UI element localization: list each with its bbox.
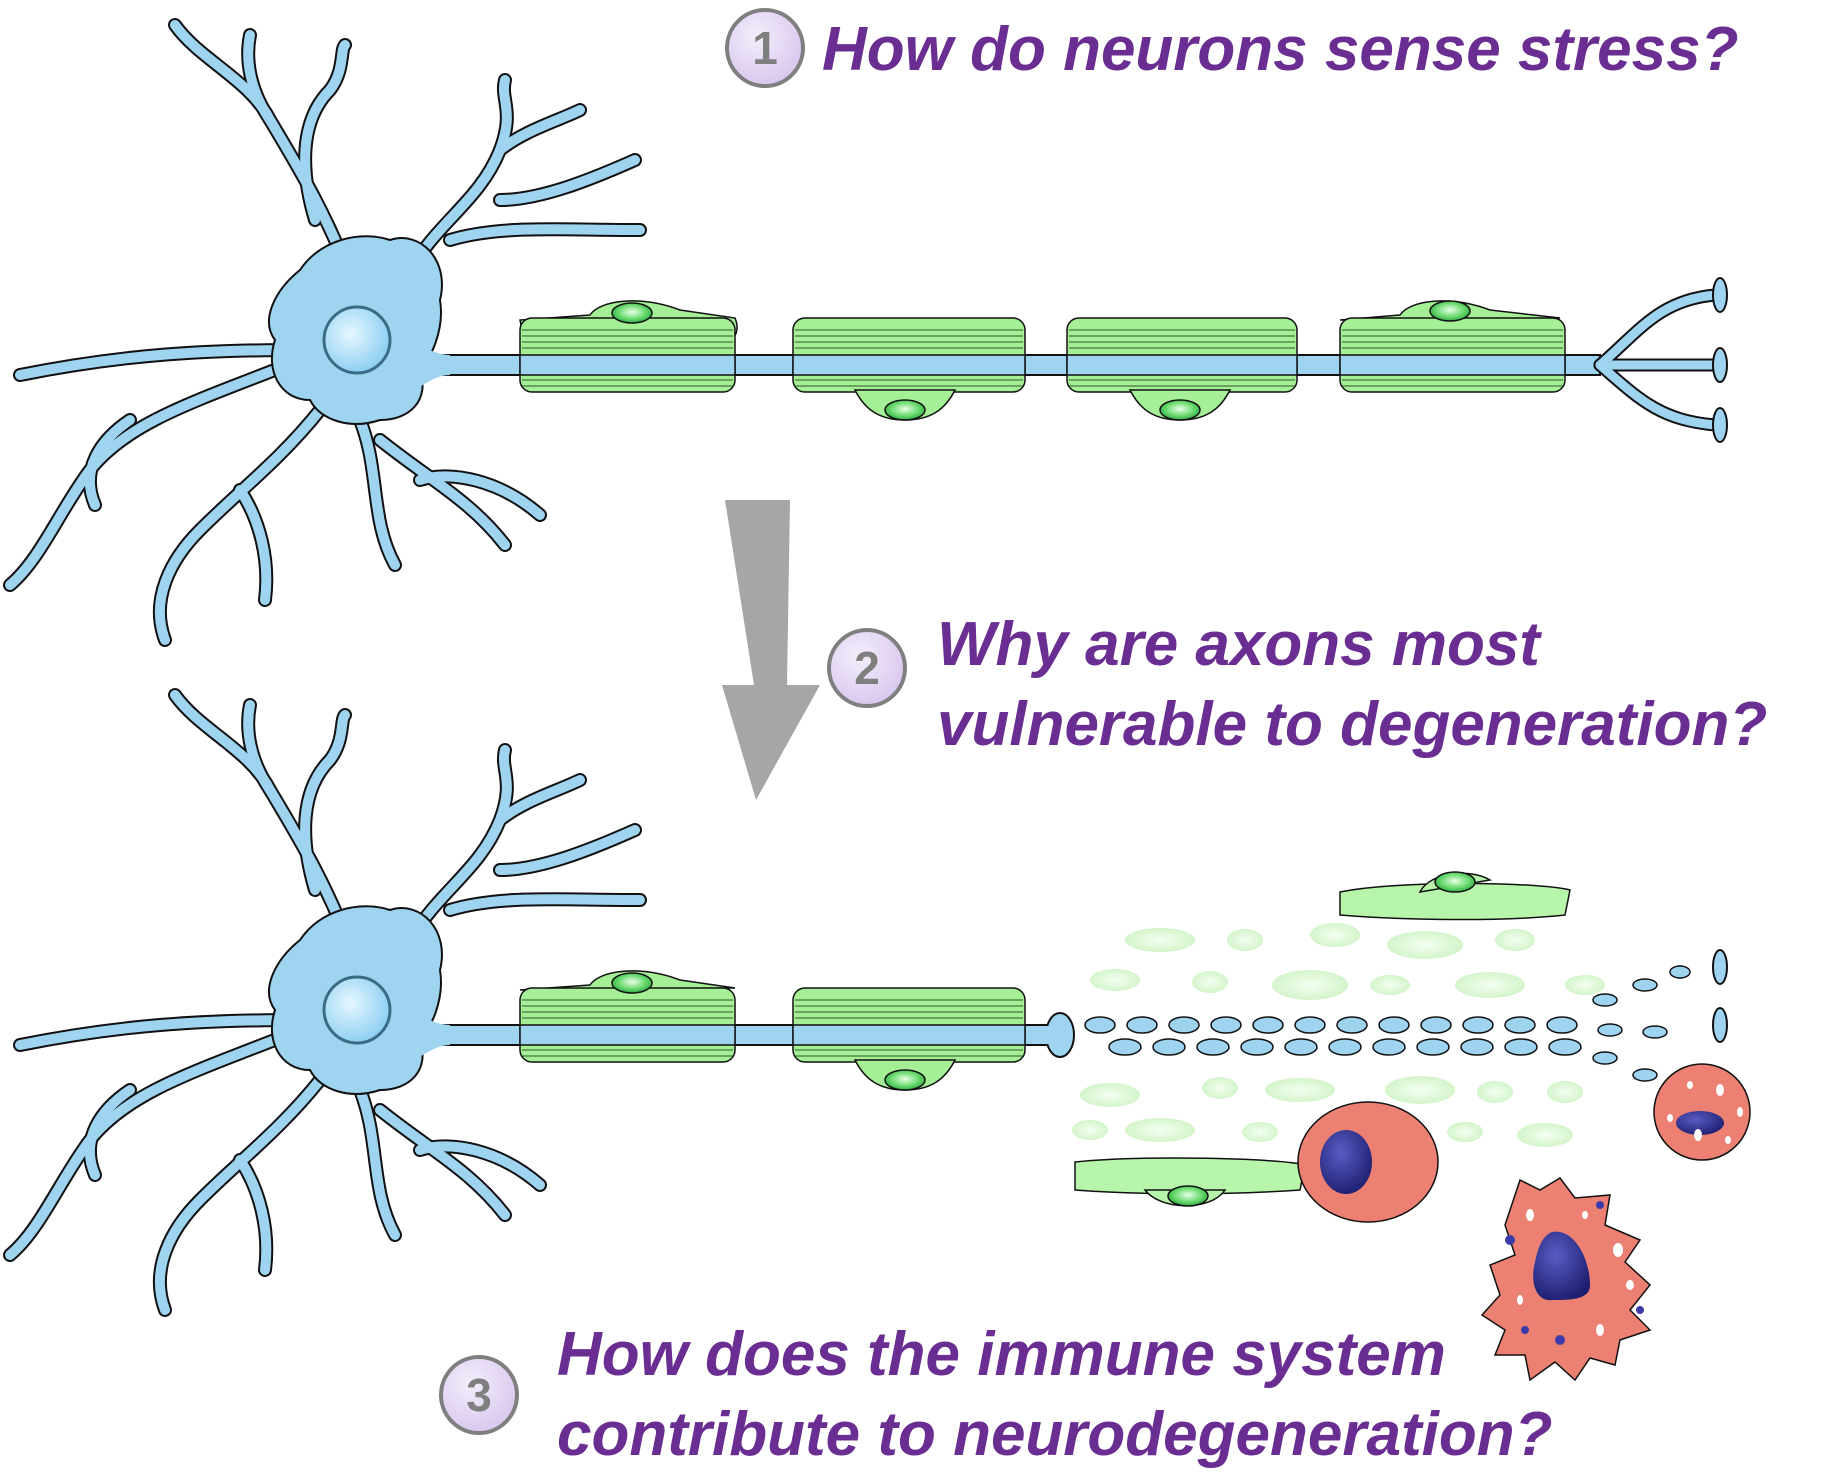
axon-fragment: [1632, 1068, 1658, 1082]
axon-fragment: [1420, 1016, 1452, 1034]
axon-fragment: [1548, 1038, 1582, 1056]
number-label: 2: [854, 642, 880, 694]
question-text-line-2: vulnerable to degeneration?: [937, 690, 1767, 759]
myelin-debris-fragment: [1310, 923, 1360, 947]
myelin-debris-fragment: [1192, 971, 1228, 993]
myelin-sheath: [1339, 300, 1566, 393]
question-text-line-1: Why are axons most: [937, 610, 1542, 679]
question-text-line-1: How does the immune system: [557, 1320, 1446, 1389]
myelin-debris: [1072, 923, 1605, 1147]
detached-schwann-cell: [1339, 871, 1571, 921]
axon-fragment: [1196, 1038, 1230, 1056]
neutrophil-cell: [1653, 1063, 1751, 1161]
axon-fragment: [1597, 1023, 1623, 1037]
axon-fragment: [1642, 1025, 1668, 1039]
myelin-debris-fragment: [1242, 1122, 1278, 1142]
axon-fragment: [1336, 1016, 1368, 1034]
myelin-sheath: [792, 987, 1026, 1091]
myelin-sheath: [519, 300, 738, 393]
axon-fragments: [1084, 965, 1691, 1099]
monocyte-cell: [1297, 1101, 1439, 1223]
myelin-debris-fragment: [1447, 1122, 1483, 1142]
degenerating-neuron: [3, 688, 1075, 1317]
myelin-debris-fragment: [1125, 928, 1195, 952]
myelin-debris-fragment: [1080, 1083, 1140, 1107]
detached-schwann-cell: [1074, 1157, 1306, 1207]
question-1: 1 How do neurons sense stress?: [725, 8, 1738, 88]
myelin-debris-fragment: [1370, 975, 1410, 995]
myelin-sheath: [792, 317, 1026, 421]
myelin-debris-fragment: [1272, 970, 1348, 1000]
number-badge: [827, 628, 907, 708]
myelin-debris-fragment: [1387, 931, 1463, 959]
axon-fragment: [1252, 1016, 1284, 1034]
question-2: 2 Why are axons most vulnerable to degen…: [827, 610, 1767, 759]
axon-fragment: [1460, 1038, 1494, 1056]
axon-fragment: [1168, 1016, 1200, 1034]
axon-fragment: [1084, 1016, 1116, 1034]
transition-arrow: [722, 500, 820, 800]
myelin-sheath: [519, 970, 736, 1063]
terminal-remnants: [1712, 949, 1728, 1043]
myelin-sheath: [1066, 317, 1298, 421]
number-badge: [439, 1355, 519, 1435]
axon-fragment: [1462, 1016, 1494, 1034]
axon-fragment: [1126, 1016, 1158, 1034]
axon-fragment: [1294, 1016, 1326, 1034]
axon-fragment: [1210, 1016, 1242, 1034]
myelin-debris-fragment: [1125, 1118, 1195, 1142]
axon-fragment: [1152, 1038, 1186, 1056]
myelin-debris-fragment: [1265, 1078, 1335, 1102]
axon-fragment: [1372, 1038, 1406, 1056]
neuron-nucleus: [322, 305, 392, 375]
number-label: 3: [466, 1369, 492, 1421]
myelin-debris-fragment: [1455, 972, 1525, 998]
myelin-sheaths-top: [519, 300, 1566, 421]
question-text: How do neurons sense stress?: [822, 15, 1738, 84]
axon-fragment: [1504, 1016, 1536, 1034]
myelin-debris-fragment: [1385, 1076, 1455, 1104]
myelin-debris-fragment: [1477, 1081, 1513, 1103]
macrophage: [1480, 1177, 1652, 1382]
axon-fragment: [1669, 965, 1691, 979]
myelin-debris-fragment: [1090, 969, 1140, 991]
healthy-neuron: [3, 18, 1728, 647]
axon-fragment: [1378, 1016, 1410, 1034]
myelin-debris-fragment: [1227, 929, 1263, 951]
axon-fragment: [1240, 1038, 1274, 1056]
number-badge: [725, 8, 805, 88]
question-3: 3 How does the immune system contribute …: [439, 1320, 1552, 1469]
axon-fragment: [1284, 1038, 1318, 1056]
myelin-debris-fragment: [1072, 1120, 1108, 1140]
axon-fragment: [1328, 1038, 1362, 1056]
myelin-debris-fragment: [1517, 1123, 1573, 1147]
myelin-debris-fragment: [1202, 1077, 1238, 1099]
axon-fragment: [1632, 978, 1658, 992]
myelin-debris-fragment: [1565, 975, 1605, 995]
myelin-debris-fragment: [1547, 1081, 1583, 1103]
axon-fragment: [1592, 1051, 1618, 1065]
number-label: 1: [752, 22, 778, 74]
axon-fragment: [1504, 1038, 1538, 1056]
axon-fragment: [1416, 1038, 1450, 1056]
question-text-line-2: contribute to neurodegeneration?: [557, 1400, 1552, 1469]
axon-fragment: [1592, 993, 1618, 1007]
axon-fragment: [1546, 1016, 1578, 1034]
axon-fragment: [1108, 1038, 1142, 1056]
myelin-debris-fragment: [1495, 929, 1535, 951]
